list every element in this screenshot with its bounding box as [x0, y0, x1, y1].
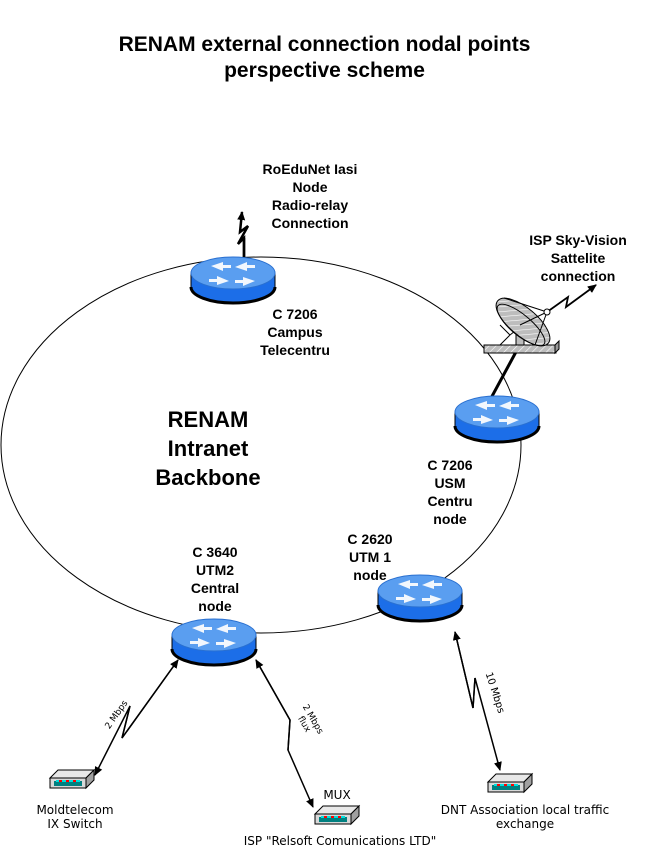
router-icon-usm[interactable]: [453, 394, 541, 444]
roedunet-label-line: Connection: [271, 215, 349, 231]
router-label-campus: C 7206 Campus Telecentru: [245, 305, 345, 359]
skyvision-label-line: ISP Sky-Vision: [529, 232, 627, 248]
router-icon-campus[interactable]: [189, 255, 277, 305]
backbone-label: RENAM Intranet Backbone: [140, 405, 276, 492]
router-label-utm1: C 2620 UTM 1 node: [335, 530, 405, 584]
router-label-line: C 7206: [272, 306, 318, 322]
moldtelecom-label-line: IX Switch: [47, 817, 103, 831]
router-label-line: Campus: [267, 324, 323, 340]
router-label-line: C 2620: [347, 531, 393, 547]
backbone-label-line3: Backbone: [155, 465, 261, 490]
router-label-line: C 7206: [427, 457, 473, 473]
router-label-utm2: C 3640 UTM2 Central node: [180, 543, 250, 615]
relsoft-label: ISP "Relsoft Comunications LTD": [243, 834, 437, 848]
router-label-line: Telecentru: [260, 342, 330, 358]
moldtelecom-label-line: Moldtelecom: [36, 803, 114, 817]
roedunet-label: RoEduNet Iasi Node Radio-relay Connectio…: [240, 160, 380, 232]
link-moldtelecom: [94, 659, 179, 776]
router-label-line: UTM2: [195, 562, 235, 578]
backbone-label-line1: RENAM: [167, 407, 249, 432]
backbone-label-line2: Intranet: [167, 436, 249, 461]
router-label-line: UTM 1: [349, 549, 391, 565]
diagram-title-line1: RENAM external connection nodal points: [118, 33, 531, 56]
router-label-line: node: [353, 567, 387, 583]
mux-device-label: MUX: [323, 788, 351, 802]
router-icon-utm2[interactable]: [170, 617, 258, 667]
link-relsoft: [255, 659, 314, 808]
roedunet-label-line: Node: [292, 179, 328, 195]
router-label-usm: C 7206 USM Centru node: [415, 456, 485, 528]
router-label-line: USM: [434, 475, 466, 491]
dnt-label: DNT Association local traffic exchange: [425, 803, 625, 831]
backbone-ring: [0, 256, 522, 634]
skyvision-label-line: connection: [540, 268, 616, 284]
moldtelecom-label: Moldtelecom IX Switch: [30, 803, 120, 831]
switch-icon-dnt[interactable]: [487, 773, 533, 793]
roedunet-label-line: Radio-relay: [271, 197, 349, 213]
router-label-line: node: [433, 511, 467, 527]
mux-icon-relsoft[interactable]: [314, 805, 360, 825]
skyvision-label: ISP Sky-Vision Sattelite connection: [518, 231, 638, 285]
router-label-line: Centru: [427, 493, 473, 509]
satellite-dish-icon: [483, 297, 560, 355]
dnt-label-line: DNT Association local traffic: [440, 803, 610, 817]
dnt-label-line: exchange: [495, 817, 555, 831]
link-skyvision-radio: [546, 284, 597, 313]
router-label-line: C 3640: [192, 544, 238, 560]
router-label-line: Central: [190, 580, 240, 596]
diagram-title-line2: perspective scheme: [224, 59, 425, 82]
link-usm-dish: [488, 349, 519, 401]
link-dnt: [452, 631, 502, 771]
skyvision-label-line: Sattelite: [550, 250, 606, 266]
roedunet-label-line: RoEduNet Iasi: [262, 161, 358, 177]
router-label-line: node: [198, 598, 232, 614]
switch-icon-moldtelecom[interactable]: [49, 769, 95, 789]
